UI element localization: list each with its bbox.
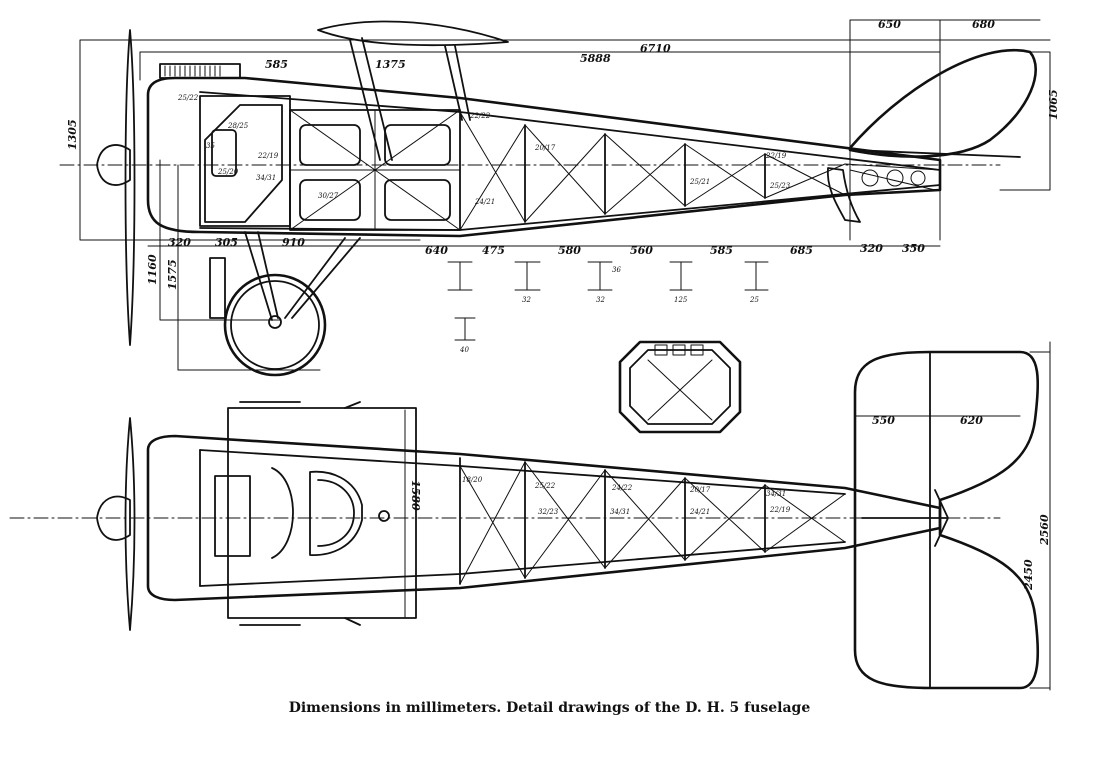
- dim-cockpit: 1580: [409, 480, 422, 511]
- fuselage-cross-section: [618, 340, 742, 434]
- svg-text:320: 320: [860, 242, 883, 255]
- dim-plan-tail-b: 620: [960, 414, 983, 427]
- svg-text:910: 910: [282, 236, 305, 249]
- dim-span-outer: 2560: [1038, 514, 1051, 546]
- svg-text:24/21: 24/21: [689, 508, 710, 516]
- svg-text:24/22: 24/22: [611, 484, 633, 492]
- svg-text:18/20: 18/20: [462, 476, 483, 484]
- svg-text:125: 125: [674, 296, 688, 304]
- cockpit-plan: [214, 467, 390, 559]
- dim-top-a: 585: [265, 58, 288, 71]
- svg-text:580: 580: [558, 244, 581, 257]
- rear-bays-side: [459, 111, 941, 231]
- top-wing-section: [317, 20, 509, 46]
- dim-tail-b: 680: [972, 18, 995, 31]
- svg-text:350: 350: [902, 242, 925, 255]
- dim-gear-height: 1160: [146, 254, 159, 285]
- dim-tail-a: 650: [878, 18, 901, 31]
- svg-text:32: 32: [596, 296, 605, 304]
- side-elevation: 6710 5888 585 1375 650 680 1065 1305 116…: [59, 18, 1060, 377]
- svg-text:28/25: 28/25: [227, 122, 249, 130]
- svg-text:640: 640: [425, 244, 448, 257]
- rear-bays-plan: [459, 461, 846, 585]
- section-details: 32 32 36 125 25 40: [447, 261, 769, 434]
- dim-gear-height-2: 1575: [166, 259, 179, 290]
- svg-text:25/22: 25/22: [534, 482, 556, 490]
- svg-text:40: 40: [459, 346, 469, 354]
- front-bay-frame: [199, 95, 461, 231]
- svg-text:22/19: 22/19: [765, 152, 787, 160]
- svg-text:25/22: 25/22: [177, 94, 199, 102]
- svg-text:24/21: 24/21: [474, 198, 495, 206]
- svg-text:22/19: 22/19: [769, 506, 791, 514]
- figure-caption: Dimensions in millimeters. Detail drawin…: [288, 700, 811, 716]
- plan-view: 1580 550 620 2560 2450 18/20 25/22 24/22…: [9, 341, 1051, 691]
- fuselage-side-outline: [146, 76, 942, 238]
- svg-text:25: 25: [749, 296, 759, 304]
- svg-text:25/21: 25/21: [689, 178, 710, 186]
- svg-text:36: 36: [612, 266, 621, 274]
- dim-span-inner: 2450: [1022, 559, 1035, 591]
- svg-text:475: 475: [482, 244, 505, 257]
- svg-text:685: 685: [790, 244, 813, 257]
- dim-plan-tail-a: 550: [872, 414, 895, 427]
- svg-text:35: 35: [206, 142, 215, 150]
- svg-text:32/23: 32/23: [538, 508, 559, 516]
- svg-text:34/31: 34/31: [256, 174, 276, 182]
- svg-text:25/20: 25/20: [217, 168, 239, 176]
- svg-text:305: 305: [215, 236, 238, 249]
- dim-top-length: 5888: [580, 52, 611, 65]
- svg-text:20/17: 20/17: [689, 486, 711, 494]
- svg-text:34/31: 34/31: [766, 490, 786, 498]
- dim-height-front: 1305: [66, 119, 79, 150]
- svg-text:30/27: 30/27: [318, 192, 339, 200]
- svg-text:585: 585: [710, 244, 733, 257]
- dim-overall-length: 6710: [640, 42, 671, 55]
- svg-text:560: 560: [630, 244, 653, 257]
- svg-text:22/19: 22/19: [257, 152, 279, 160]
- bottom-station-dims: 320 305 910 640 475 580 560 585 685 320 …: [168, 236, 925, 257]
- side-tube-size-labels: 25/22 28/25 22/19 35 25/20 34/31 30/27 2…: [177, 94, 791, 206]
- svg-text:22/22: 22/22: [469, 112, 491, 120]
- dim-top-b: 1375: [375, 58, 406, 71]
- landing-gear-side: [209, 231, 361, 377]
- svg-text:320: 320: [168, 236, 191, 249]
- svg-text:25/23: 25/23: [769, 182, 791, 190]
- propeller-side: [96, 29, 136, 346]
- plan-tube-size-labels: 18/20 25/22 24/22 20/17 34/31 32/23 34/3…: [462, 476, 791, 516]
- svg-text:20/17: 20/17: [534, 144, 556, 152]
- svg-text:34/31: 34/31: [610, 508, 630, 516]
- svg-text:32: 32: [522, 296, 531, 304]
- dim-height-tail: 1065: [1047, 89, 1060, 120]
- rudder-side: [848, 49, 1037, 158]
